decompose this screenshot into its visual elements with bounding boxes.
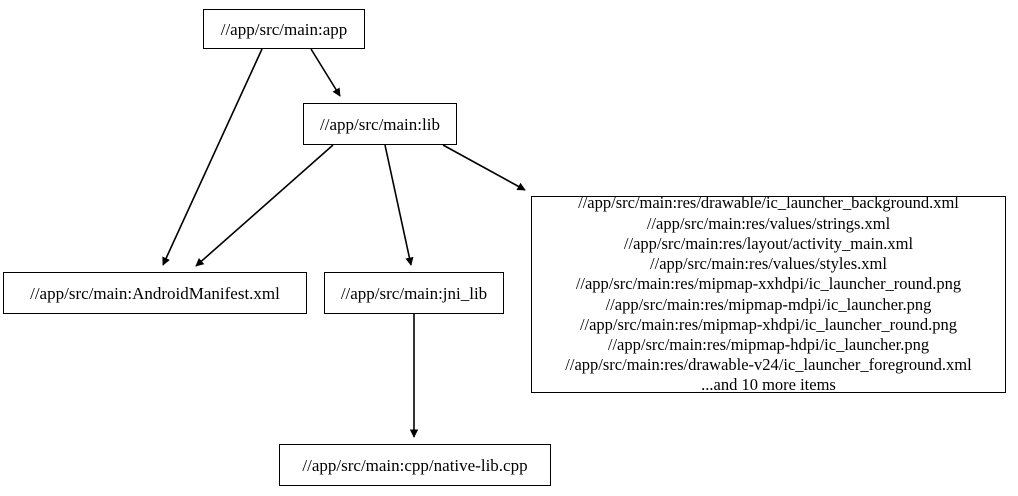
node-label-lib: //app/src/main:lib (320, 114, 440, 134)
node-label-resources-group: //app/src/main:res/drawable/ic_launcher_… (565, 193, 972, 395)
graph-node-native-lib-cpp[interactable]: //app/src/main:cpp/native-lib.cpp (279, 444, 551, 486)
graph-node-resources-group[interactable]: //app/src/main:res/drawable/ic_launcher_… (531, 193, 1006, 395)
edge-app-to-manifest (162, 48, 263, 266)
edge-app-to-lib (310, 48, 341, 97)
graph-node-jni-lib[interactable]: //app/src/main:jni_lib (324, 272, 504, 314)
node-label-android-manifest: //app/src/main:AndroidManifest.xml (30, 283, 280, 303)
graph-node-app[interactable]: //app/src/main:app (203, 9, 365, 49)
graph-node-lib[interactable]: //app/src/main:lib (303, 103, 457, 145)
edge-lib-to-manifest (195, 144, 334, 267)
graph-node-android-manifest[interactable]: //app/src/main:AndroidManifest.xml (3, 272, 307, 314)
node-label-native-lib-cpp: //app/src/main:cpp/native-lib.cpp (302, 455, 528, 475)
node-label-jni-lib: //app/src/main:jni_lib (340, 283, 488, 303)
node-label-app: //app/src/main:app (220, 19, 348, 39)
edge-lib-to-jni-lib (384, 144, 414, 266)
edge-lib-to-resources (442, 144, 526, 191)
